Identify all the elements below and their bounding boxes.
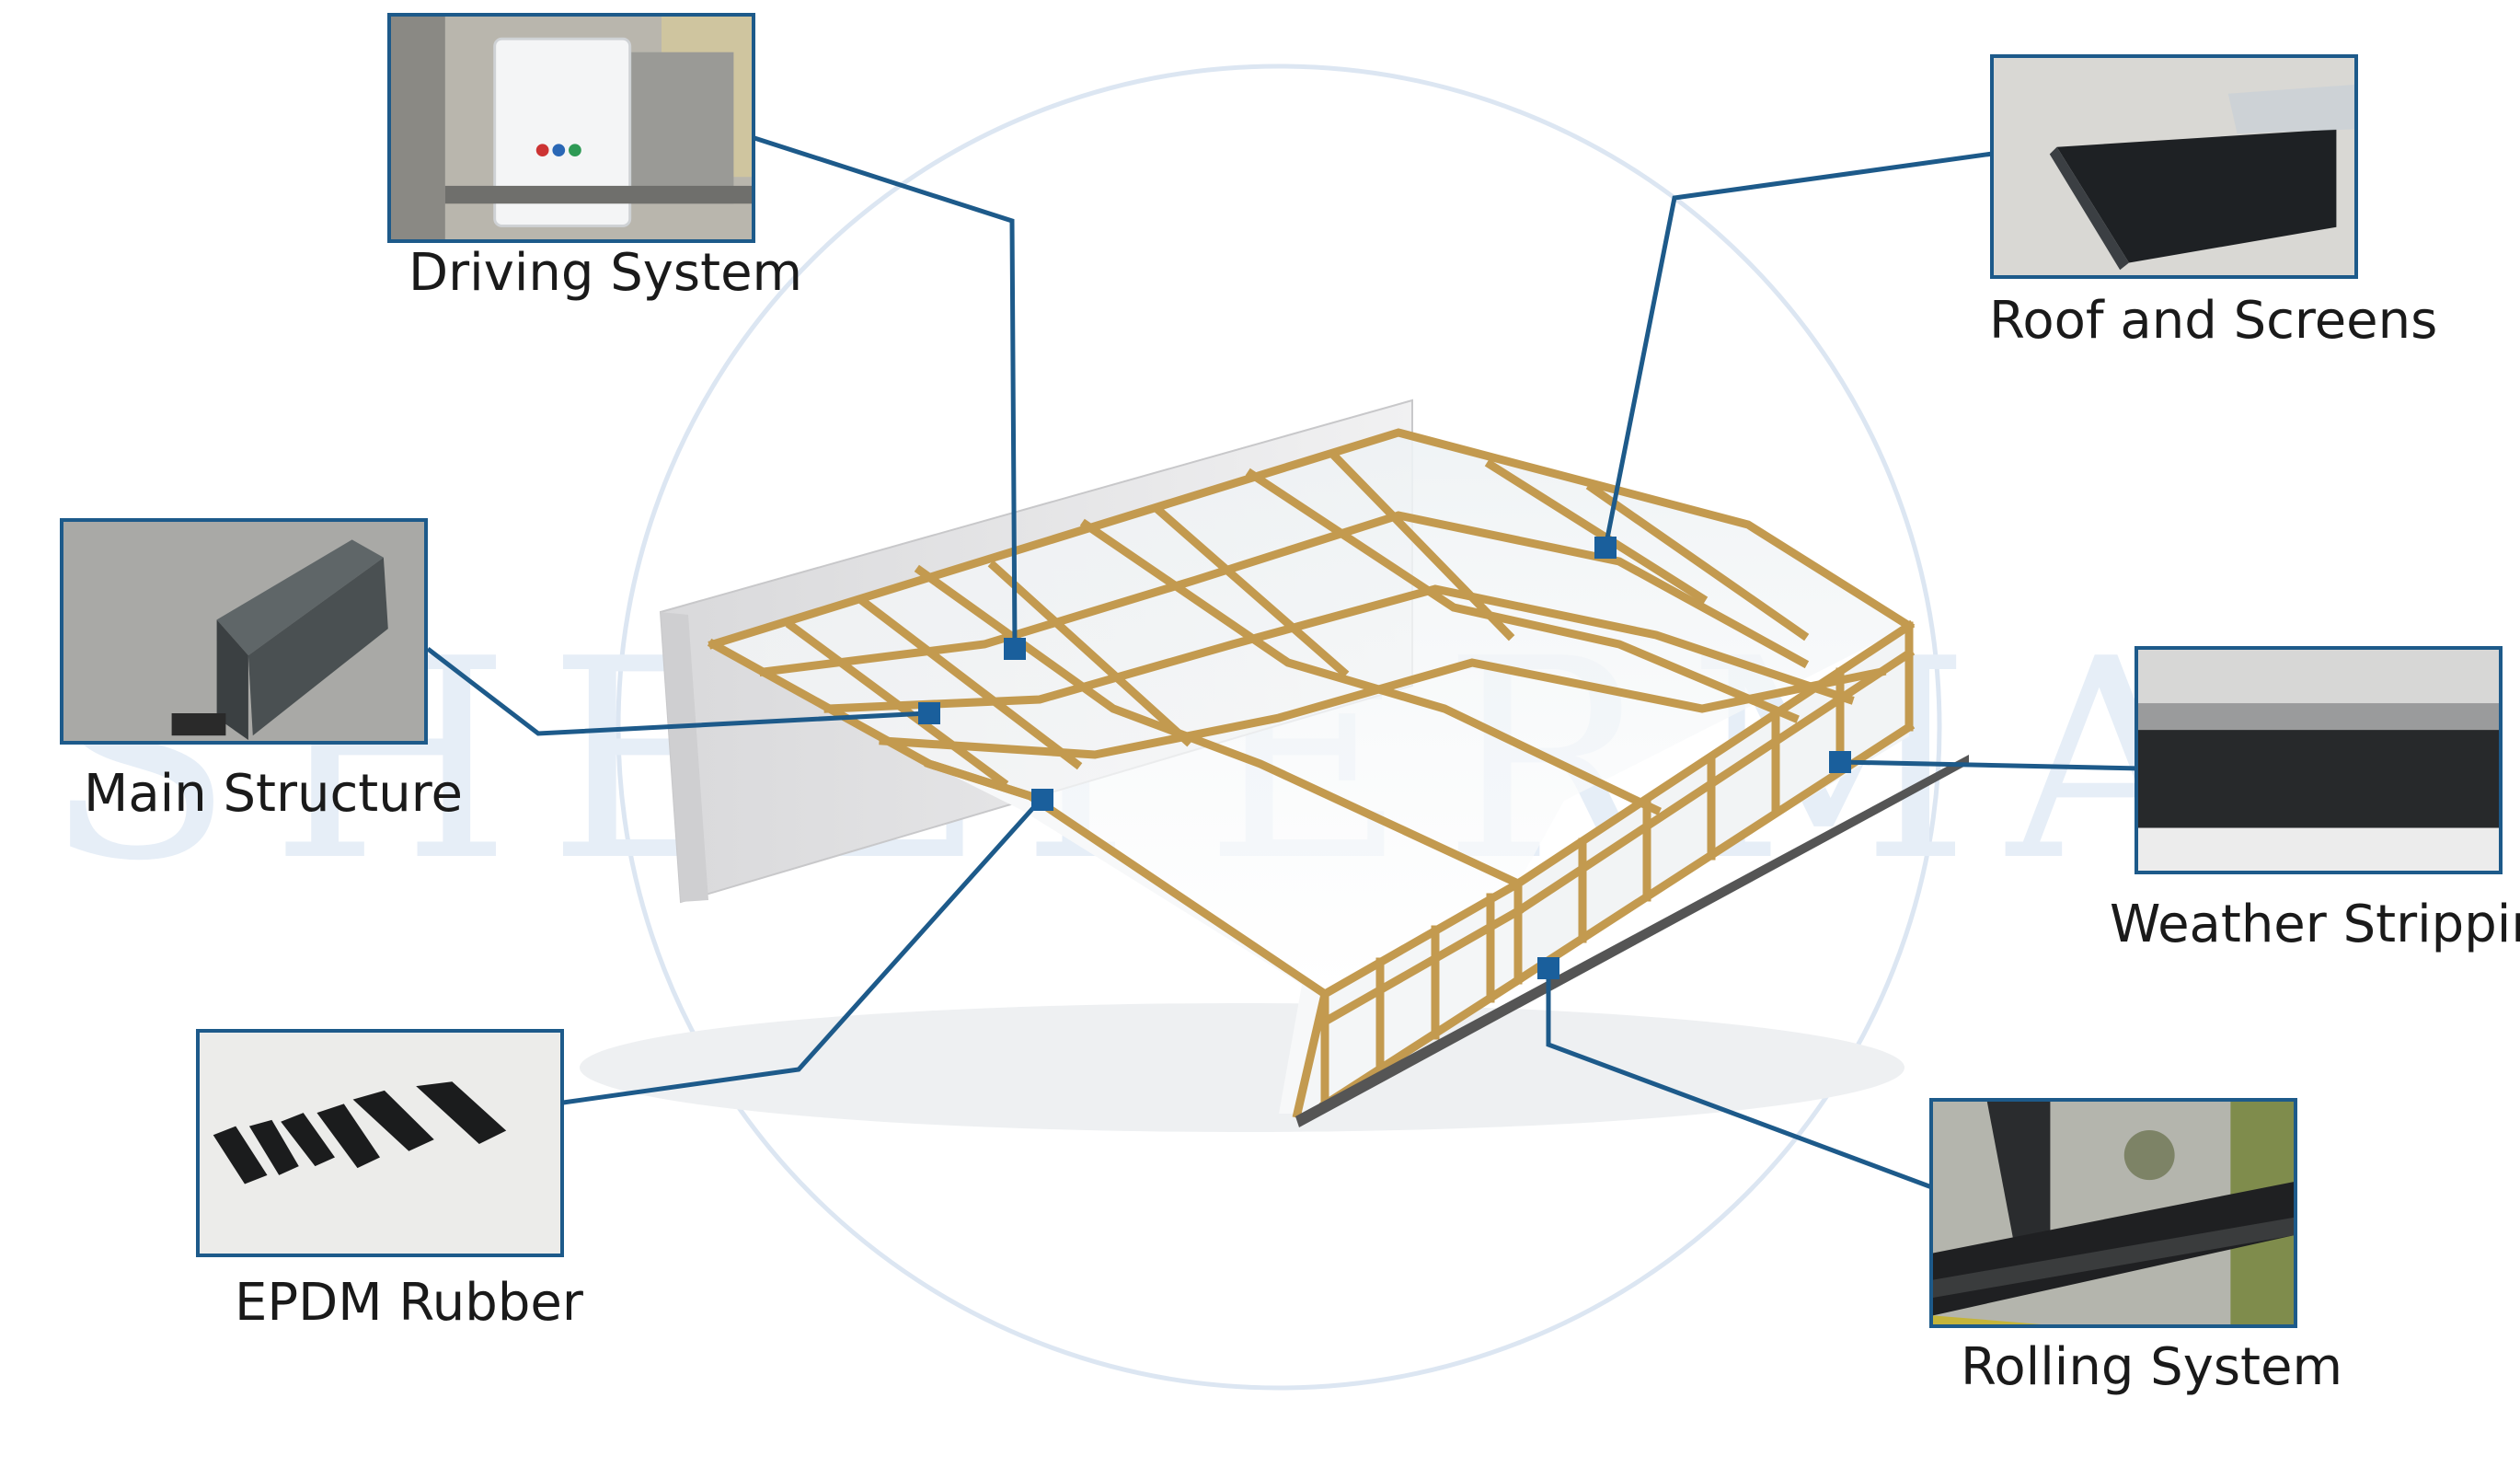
weather-stripping-marker [1829, 751, 1851, 773]
main-structure-leader [426, 647, 928, 736]
weather-stripping-label: Weather Stripping [2110, 895, 2520, 954]
epdm-rubber-marker [1031, 789, 1053, 811]
rolling-system-marker [1537, 957, 1559, 979]
epdm-rubber-photo [196, 1029, 564, 1257]
driving-system-marker [1004, 638, 1026, 660]
weather-stripping-photo [2135, 646, 2503, 874]
rolling-system-leader [1546, 968, 1938, 1192]
ground-rail [1295, 755, 1969, 1127]
rolling-system-label: Rolling System [1961, 1337, 2342, 1397]
main-structure-label: Main Structure [84, 764, 463, 824]
epdm-rubber-label: EPDM Rubber [235, 1273, 583, 1333]
weather-stripping-leader [1839, 759, 2143, 771]
driving-system-label: Driving System [408, 243, 803, 303]
main-structure-photo [60, 518, 428, 745]
epdm-rubber-leader [562, 799, 1041, 1105]
roof-and-screens-leader [1603, 149, 2007, 549]
roof-and-screens-marker [1594, 537, 1617, 559]
main-structure-marker [918, 702, 940, 724]
roof-and-screens-photo [1990, 54, 2358, 279]
driving-system-leader [754, 135, 1018, 650]
driving-system-photo [387, 13, 755, 243]
rolling-system-photo [1929, 1098, 2297, 1328]
roof-and-screens-label: Roof and Screens [1989, 291, 2438, 351]
